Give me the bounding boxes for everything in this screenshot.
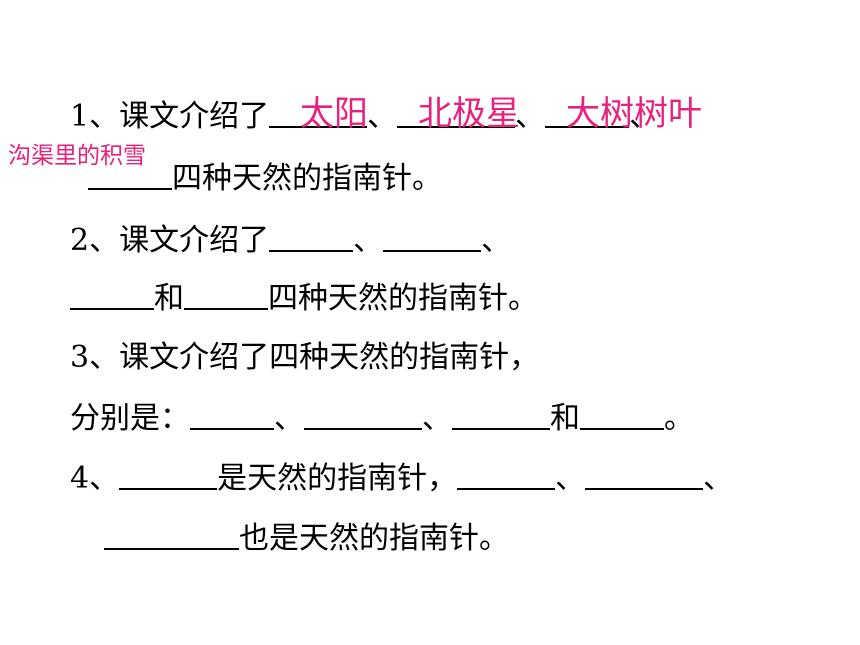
q4-blank-4[interactable] (104, 520, 239, 550)
q3-sep-1: 、 (274, 401, 304, 436)
q1-blank-1[interactable] (269, 98, 368, 128)
q1-sep-3: 、 (629, 99, 660, 134)
q4-line2: 也是天然的指南针。 (104, 520, 509, 557)
q4-sep-1: 、 (555, 461, 586, 496)
q3-line2: 分别是： 、 、 和 。 (70, 400, 694, 437)
q3-sep-2: 、 (422, 401, 452, 436)
q1-sep-2: 、 (515, 99, 546, 134)
answer-north-star: 北极星 (418, 94, 520, 134)
q4-suffix: 也是天然的指南针。 (239, 521, 509, 556)
q2-blank-1[interactable] (269, 222, 354, 252)
q2-suffix: 四种天然的指南针。 (268, 281, 538, 316)
q1-line1: 1、课文介绍了 、 、 、 (70, 98, 659, 135)
q4-blank-2[interactable] (457, 460, 556, 490)
q1-sep-1: 、 (367, 99, 398, 134)
q4-sep-2: 、 (703, 461, 734, 496)
answer-sun: 太阳 (300, 94, 368, 134)
q2-sep-2: 、 (481, 223, 512, 258)
q2-prefix: 2、课文介绍了 (70, 223, 270, 258)
q3-blank-4[interactable] (580, 400, 664, 430)
answer-tree-leaves: 大树树叶 (566, 94, 702, 134)
q4-middle: 是天然的指南针， (217, 461, 458, 496)
q1-blank-2[interactable] (397, 98, 516, 128)
answer-ditch-snow: 沟渠里的积雪 (8, 143, 146, 169)
q3-line1: 3、课文介绍了四种天然的指南针， (70, 340, 539, 376)
q3-line1-text: 3、课文介绍了四种天然的指南针， (70, 340, 540, 375)
q2-sep-1: 、 (353, 223, 384, 258)
q2-and: 和 (154, 281, 184, 316)
q1-blank-4[interactable] (88, 160, 172, 190)
q1-suffix: 四种天然的指南针。 (172, 161, 442, 196)
q2-blank-4[interactable] (184, 280, 268, 310)
q3-prefix: 分别是： (70, 401, 190, 436)
q4-blank-1[interactable] (119, 460, 218, 490)
q3-blank-1[interactable] (190, 400, 274, 430)
q1-line2: 四种天然的指南针。 (88, 160, 442, 197)
q1-prefix: 1、课文介绍了 (70, 99, 270, 134)
q2-line2: 和 四种天然的指南针。 (70, 280, 538, 317)
q2-blank-3[interactable] (70, 280, 154, 310)
q4-blank-3[interactable] (585, 460, 704, 490)
q2-blank-2[interactable] (383, 222, 482, 252)
q3-and: 和 (550, 401, 580, 436)
q4-line1: 4、 是天然的指南针， 、 、 (70, 460, 733, 497)
q3-blank-2[interactable] (304, 400, 422, 430)
q1-blank-3[interactable] (545, 98, 630, 128)
q3-blank-3[interactable] (452, 400, 550, 430)
q2-line1: 2、课文介绍了 、 、 (70, 222, 511, 259)
q4-prefix: 4、 (70, 461, 120, 496)
q3-end: 。 (664, 401, 694, 436)
